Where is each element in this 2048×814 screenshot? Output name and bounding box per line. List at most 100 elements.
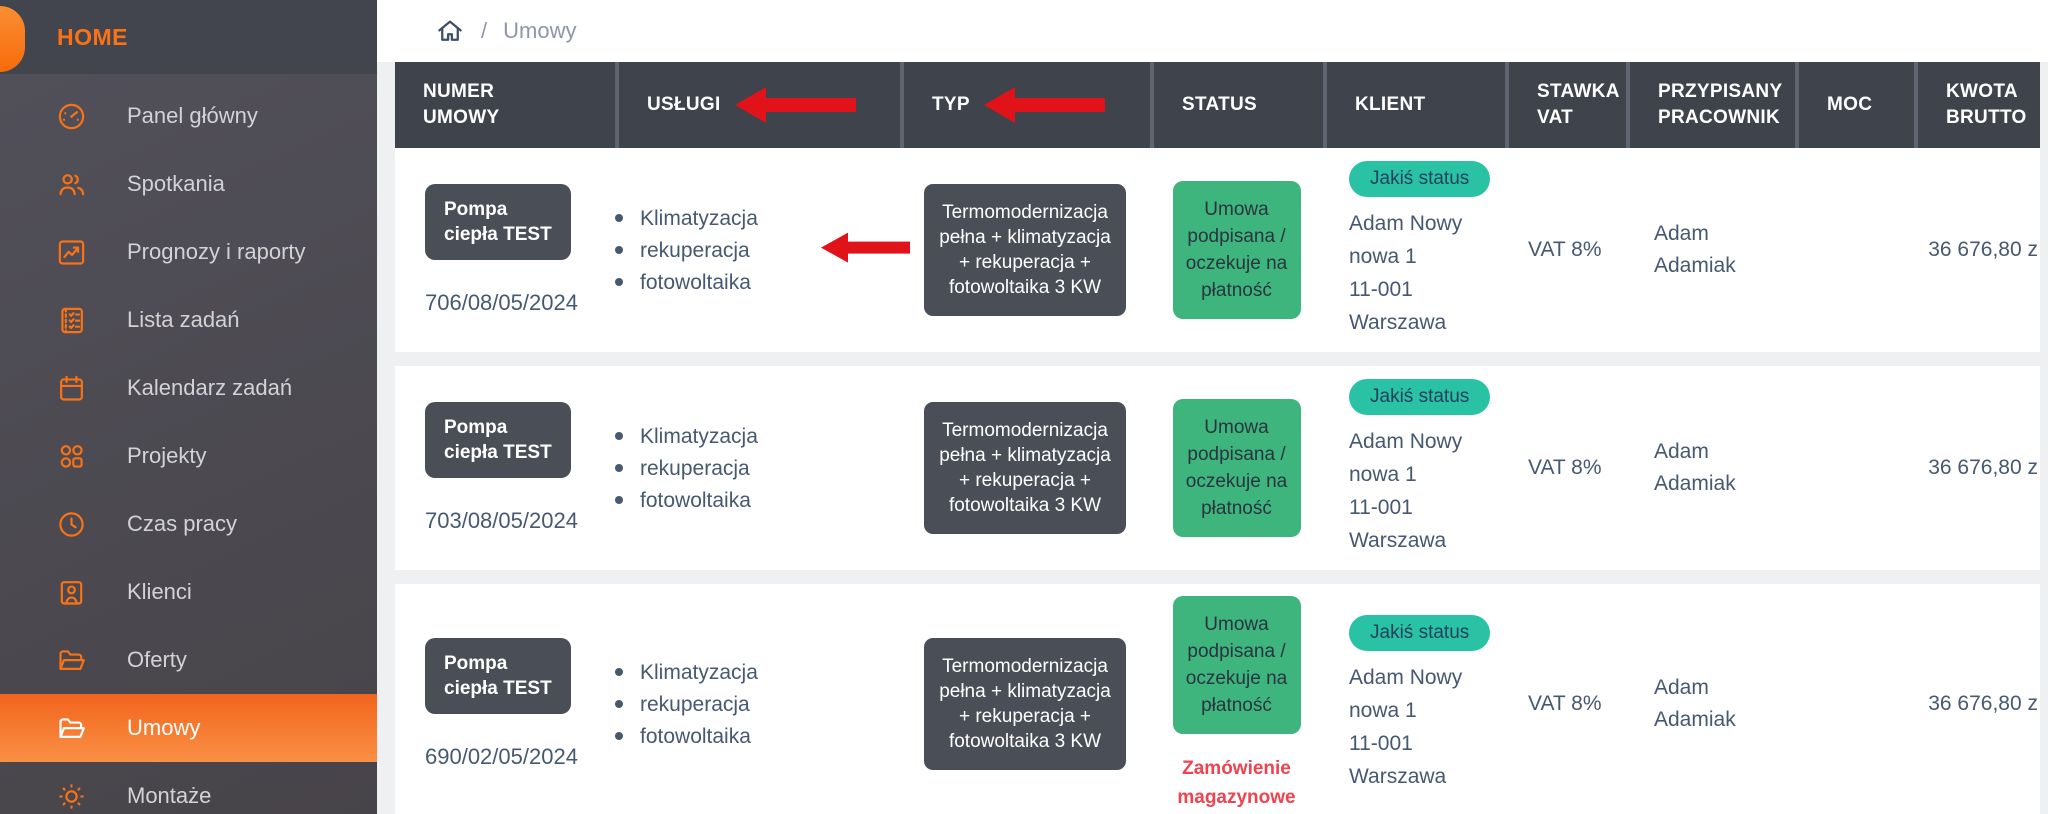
product-badge-line: ciepła TEST xyxy=(444,442,552,463)
column-header-status: STATUS xyxy=(1150,62,1323,148)
clock-icon xyxy=(59,511,84,537)
client-street: nowa 1 xyxy=(1349,699,1417,722)
bullet-dot xyxy=(615,464,623,472)
status-badge: Umowa podpisana / oczekuje na płatność xyxy=(1172,399,1301,537)
employee-name: Adam Adamiak xyxy=(1654,440,1736,495)
table-row[interactable]: Pompa ciepła TEST 706/08/05/2024 Klimaty… xyxy=(395,148,2040,352)
amount-cell: 36 676,80 z xyxy=(1914,584,2040,814)
vat-cell: VAT 8% xyxy=(1505,584,1626,814)
sidebar-item-umowy[interactable]: Umowy xyxy=(0,694,377,762)
client-name: Adam Nowy xyxy=(1349,666,1463,689)
home-label[interactable]: HOME xyxy=(57,23,128,50)
gauge-icon xyxy=(58,103,85,129)
sidebar-item-lista-zadan[interactable]: Lista zadań xyxy=(0,286,377,354)
amount-cell: 36 676,80 z xyxy=(1914,148,2040,352)
vat-rate: VAT 8% xyxy=(1528,456,1602,479)
column-header-moc: MOC xyxy=(1795,62,1914,148)
contract-number: 703/08/05/2024 xyxy=(425,508,578,533)
sidebar-item-montaze[interactable]: Montaże xyxy=(0,762,377,814)
employee-cell: Adam Adamiak xyxy=(1626,148,1795,352)
product-badge: Pompa ciepła TEST xyxy=(425,638,571,714)
sidebar-item-panel-glowny[interactable]: Panel główny xyxy=(0,82,377,150)
service-item: fotowoltaika xyxy=(615,270,758,295)
client-cell: Jakiś status Adam Nowy nowa 1 11-001 War… xyxy=(1323,584,1505,814)
sidebar-item-label: Kalendarz zadań xyxy=(127,375,293,400)
sidebar-item-czas-pracy[interactable]: Czas pracy xyxy=(0,490,377,558)
type-cell: Termomodernizacja pełna + klimatyzacja +… xyxy=(900,366,1150,570)
client-name: Adam Nowy xyxy=(1349,212,1463,235)
folder-open-icon xyxy=(59,717,85,738)
employee-cell: Adam Adamiak xyxy=(1626,366,1795,570)
client-street: nowa 1 xyxy=(1349,245,1417,268)
contract-number-cell: Pompa ciepła TEST 706/08/05/2024 xyxy=(395,148,615,352)
status-badge: Umowa podpisana / oczekuje na płatność xyxy=(1172,596,1301,734)
type-cell: Termomodernizacja pełna + klimatyzacja +… xyxy=(900,584,1150,814)
home-icon[interactable] xyxy=(435,16,465,46)
table-row[interactable]: Pompa ciepła TEST 703/08/05/2024 Klimaty… xyxy=(395,366,2040,570)
contract-number-cell: Pompa ciepła TEST 690/02/05/2024 xyxy=(395,584,615,814)
client-name: Adam Nowy xyxy=(1349,430,1463,453)
client-postcode: 11-001 xyxy=(1349,278,1413,301)
column-header-klient: KLIENT xyxy=(1323,62,1505,148)
contract-number: 690/02/05/2024 xyxy=(425,744,578,769)
client-street: nowa 1 xyxy=(1349,463,1417,486)
sidebar-item-prognozy-i-raporty[interactable]: Prognozy i raporty xyxy=(0,218,377,286)
bullet-dot xyxy=(615,246,623,254)
services-cell: Klimatyzacja rekuperacja fotowoltaika xyxy=(615,584,900,814)
column-header-numer-umowy: NUMER UMOWY xyxy=(395,62,615,148)
grid-icon xyxy=(60,444,83,468)
table-row[interactable]: Pompa ciepła TEST 690/02/05/2024 Klimaty… xyxy=(395,584,2040,814)
services-list: Klimatyzacja rekuperacja fotowoltaika xyxy=(615,206,758,295)
sidebar-item-spotkania[interactable]: Spotkania xyxy=(0,150,377,218)
main-content: / Umowy NUMER UMOWY USŁUGI TYP STATUS KL… xyxy=(377,0,2048,814)
breadcrumb-current: Umowy xyxy=(503,18,577,43)
moc-cell xyxy=(1795,366,1914,570)
sidebar-item-label: Spotkania xyxy=(127,171,225,196)
client-city: Warszawa xyxy=(1349,529,1447,552)
client-city: Warszawa xyxy=(1349,765,1447,788)
sidebar: HOME Panel główny Spotkania Prognozy i r… xyxy=(0,0,377,814)
column-header-przypisany-pracownik: PRZYPISANY PRACOWNIK xyxy=(1626,62,1795,148)
breadcrumb: / Umowy xyxy=(377,0,2048,62)
sidebar-header: HOME xyxy=(0,0,377,74)
column-header-uslugi: USŁUGI xyxy=(615,62,900,148)
breadcrumb-separator: / xyxy=(481,18,488,43)
sidebar-item-kalendarz-zadan[interactable]: Kalendarz zadań xyxy=(0,354,377,422)
moc-cell xyxy=(1795,148,1914,352)
users-icon xyxy=(59,173,85,195)
vat-rate: VAT 8% xyxy=(1528,692,1602,715)
sidebar-item-label: Prognozy i raporty xyxy=(127,239,306,264)
sidebar-item-projekty[interactable]: Projekty xyxy=(0,422,377,490)
employee-name: Adam Adamiak xyxy=(1654,222,1736,277)
service-item: rekuperacja xyxy=(615,238,758,263)
sidebar-item-label: Umowy xyxy=(127,715,201,740)
sidebar-item-oferty[interactable]: Oferty xyxy=(0,626,377,694)
vat-cell: VAT 8% xyxy=(1505,366,1626,570)
status-cell: Umowa podpisana / oczekuje na płatność xyxy=(1150,148,1323,352)
warehouse-order-warning: Zamówienie magazynowe xyxy=(1177,758,1296,808)
product-badge-line: Pompa xyxy=(444,199,508,220)
calendar-icon xyxy=(60,375,83,401)
client-cell: Jakiś status Adam Nowy nowa 1 11-001 War… xyxy=(1323,366,1505,570)
service-item: rekuperacja xyxy=(615,456,758,481)
type-badge: Termomodernizacja pełna + klimatyzacja +… xyxy=(924,638,1126,770)
contracts-table: NUMER UMOWY USŁUGI TYP STATUS KLIENT STA… xyxy=(395,62,2040,814)
status-cell: Umowa podpisana / oczekuje na płatność Z… xyxy=(1150,584,1323,814)
sidebar-item-klienci[interactable]: Klienci xyxy=(0,558,377,626)
sidebar-item-label: Oferty xyxy=(127,647,187,672)
service-item: Klimatyzacja xyxy=(615,206,758,231)
sidebar-item-label: Czas pracy xyxy=(127,511,238,536)
type-badge: Termomodernizacja pełna + klimatyzacja +… xyxy=(924,402,1126,534)
gross-amount: 36 676,80 z xyxy=(1928,692,2038,715)
red-arrow-typ xyxy=(984,87,1105,123)
type-badge: Termomodernizacja pełna + klimatyzacja +… xyxy=(924,184,1126,316)
column-header-stawka-vat: STAWKA VAT xyxy=(1505,62,1626,148)
product-badge-line: ciepła TEST xyxy=(444,678,552,699)
sidebar-item-label: Klienci xyxy=(127,579,192,604)
product-badge: Pompa ciepła TEST xyxy=(425,184,571,260)
employee-cell: Adam Adamiak xyxy=(1626,584,1795,814)
product-badge-line: ciepła TEST xyxy=(444,224,552,245)
column-header-kwota-brutto: KWOTA BRUTTO xyxy=(1914,62,2040,148)
product-badge-line: Pompa xyxy=(444,653,508,674)
sidebar-item-label: Panel główny xyxy=(127,103,258,128)
